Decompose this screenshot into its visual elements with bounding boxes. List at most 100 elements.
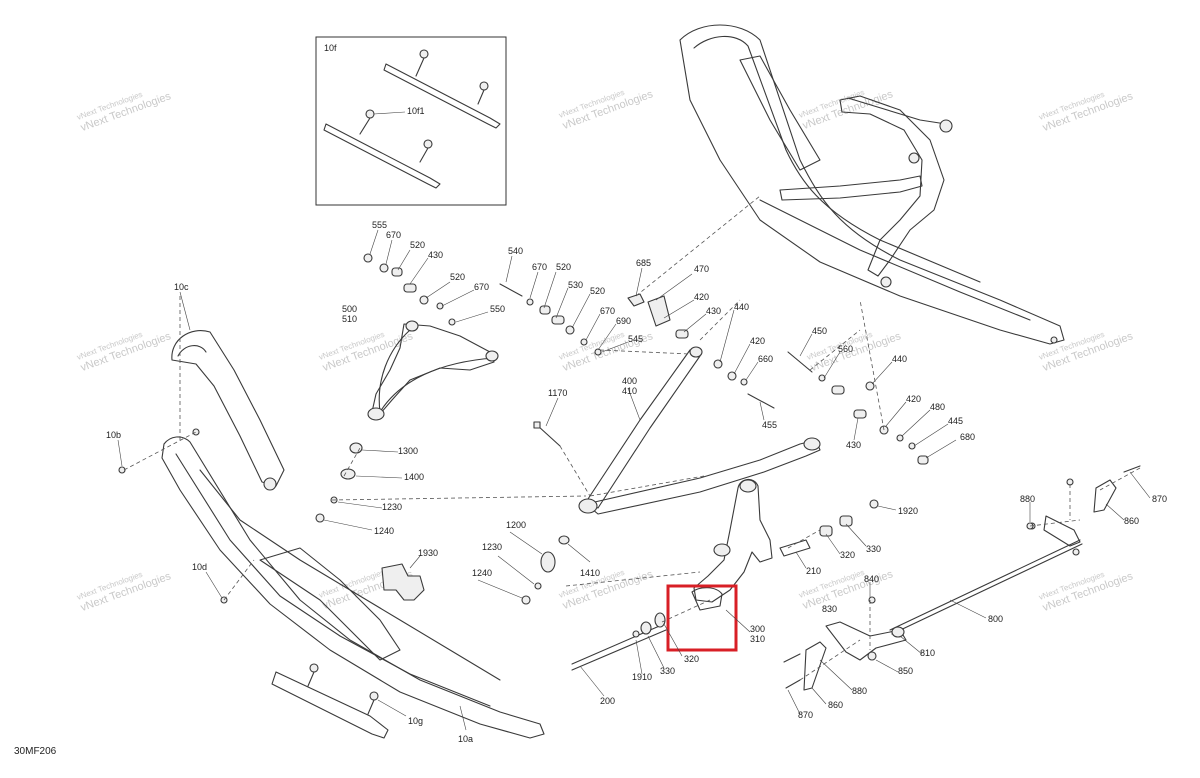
callout-445: 445 <box>948 416 963 426</box>
callout-880: 880 <box>1020 494 1035 504</box>
spindle-300 <box>691 478 773 611</box>
callout-320: 320 <box>684 654 699 664</box>
lower-a-arm <box>578 346 821 515</box>
nut-icon <box>309 663 319 673</box>
callout-880: 880 <box>852 686 867 696</box>
callout-670: 670 <box>600 306 615 316</box>
callout-545: 545 <box>628 334 643 344</box>
callout-430: 430 <box>846 440 861 450</box>
inset-label-10f1: 10f1 <box>407 106 425 116</box>
callout-1300: 1300 <box>398 446 418 456</box>
upper-a-arm <box>367 320 499 421</box>
callout-300: 300 <box>750 624 765 634</box>
nut-icon <box>423 139 433 149</box>
callout-200: 200 <box>600 696 615 706</box>
callout-330: 330 <box>866 544 881 554</box>
callout-540: 540 <box>508 246 523 256</box>
callout-555: 555 <box>372 220 387 230</box>
callout-670: 670 <box>474 282 489 292</box>
nut-icon <box>479 81 489 91</box>
callout-420: 420 <box>694 292 709 302</box>
callout-870: 870 <box>798 710 813 720</box>
callout-labels: 10c 10b 10d 10g 10a 555 670 520 430 520 … <box>106 220 1167 744</box>
callout-850: 850 <box>898 666 913 676</box>
callout-1930: 1930 <box>418 548 438 558</box>
callout-10g: 10g <box>408 716 423 726</box>
callout-480: 480 <box>930 402 945 412</box>
callout-840: 840 <box>864 574 879 584</box>
callout-860: 860 <box>1124 516 1139 526</box>
callout-430: 430 <box>706 306 721 316</box>
ski-assembly-lower-left <box>161 330 545 739</box>
drawing-code: 30MF206 <box>14 746 57 757</box>
callout-560: 560 <box>838 344 853 354</box>
callout-510: 510 <box>342 314 357 324</box>
spindle <box>839 95 945 277</box>
callout-1230: 1230 <box>482 542 502 552</box>
callout-430: 430 <box>428 250 443 260</box>
callout-800: 800 <box>988 614 1003 624</box>
callout-420: 420 <box>906 394 921 404</box>
callout-830: 830 <box>822 604 837 614</box>
callout-810: 810 <box>920 648 935 658</box>
callout-1400: 1400 <box>404 472 424 482</box>
highlight-box <box>666 584 738 652</box>
callout-210: 210 <box>806 566 821 576</box>
nut-icon <box>419 49 429 59</box>
ski-body <box>679 24 1065 345</box>
callout-1240: 1240 <box>472 568 492 578</box>
callout-500: 500 <box>342 304 357 314</box>
inset-label-10f: 10f <box>324 43 337 53</box>
callout-520: 520 <box>590 286 605 296</box>
callout-10a: 10a <box>458 734 473 744</box>
callout-1200: 1200 <box>506 520 526 530</box>
hardware <box>118 253 1141 689</box>
bumper-1930 <box>381 563 425 601</box>
callout-455: 455 <box>762 420 777 430</box>
runner-10g <box>271 663 389 739</box>
callout-520: 520 <box>410 240 425 250</box>
steering-linkage <box>803 479 1117 691</box>
callout-670: 670 <box>386 230 401 240</box>
callout-440: 440 <box>892 354 907 364</box>
callout-860: 860 <box>828 700 843 710</box>
runner-carbide-lower <box>323 123 441 189</box>
ski-loop-handle <box>171 330 285 487</box>
runner-carbide-upper <box>383 63 501 129</box>
callout-1410: 1410 <box>580 568 600 578</box>
callout-1240: 1240 <box>374 526 394 536</box>
nut-icon <box>369 691 379 701</box>
callout-330: 330 <box>660 666 675 676</box>
callout-690: 690 <box>616 316 631 326</box>
callout-660: 660 <box>758 354 773 364</box>
callout-420: 420 <box>750 336 765 346</box>
callout-10c: 10c <box>174 282 189 292</box>
callout-520: 520 <box>556 262 571 272</box>
callout-1230: 1230 <box>382 502 402 512</box>
callout-530: 530 <box>568 280 583 290</box>
callout-310: 310 <box>750 634 765 644</box>
callout-10d: 10d <box>192 562 207 572</box>
callout-450: 450 <box>812 326 827 336</box>
callout-440: 440 <box>734 302 749 312</box>
ski-body <box>161 436 545 739</box>
inset-frame <box>315 36 507 206</box>
callout-685: 685 <box>636 258 651 268</box>
ski-assembly-upper-right <box>679 24 1065 345</box>
inset-runner-detail: 10f 10f1 <box>315 36 507 206</box>
callout-1910: 1910 <box>632 672 652 682</box>
callout-870: 870 <box>1152 494 1167 504</box>
callout-410: 410 <box>622 386 637 396</box>
callout-10b: 10b <box>106 430 121 440</box>
callout-320: 320 <box>840 550 855 560</box>
callout-1920: 1920 <box>898 506 918 516</box>
leader-lines <box>117 229 1151 731</box>
callout-400: 400 <box>622 376 637 386</box>
assembly-lines <box>123 195 1141 681</box>
nut-icon <box>365 109 375 119</box>
callout-520: 520 <box>450 272 465 282</box>
callout-680: 680 <box>960 432 975 442</box>
callout-550: 550 <box>490 304 505 314</box>
